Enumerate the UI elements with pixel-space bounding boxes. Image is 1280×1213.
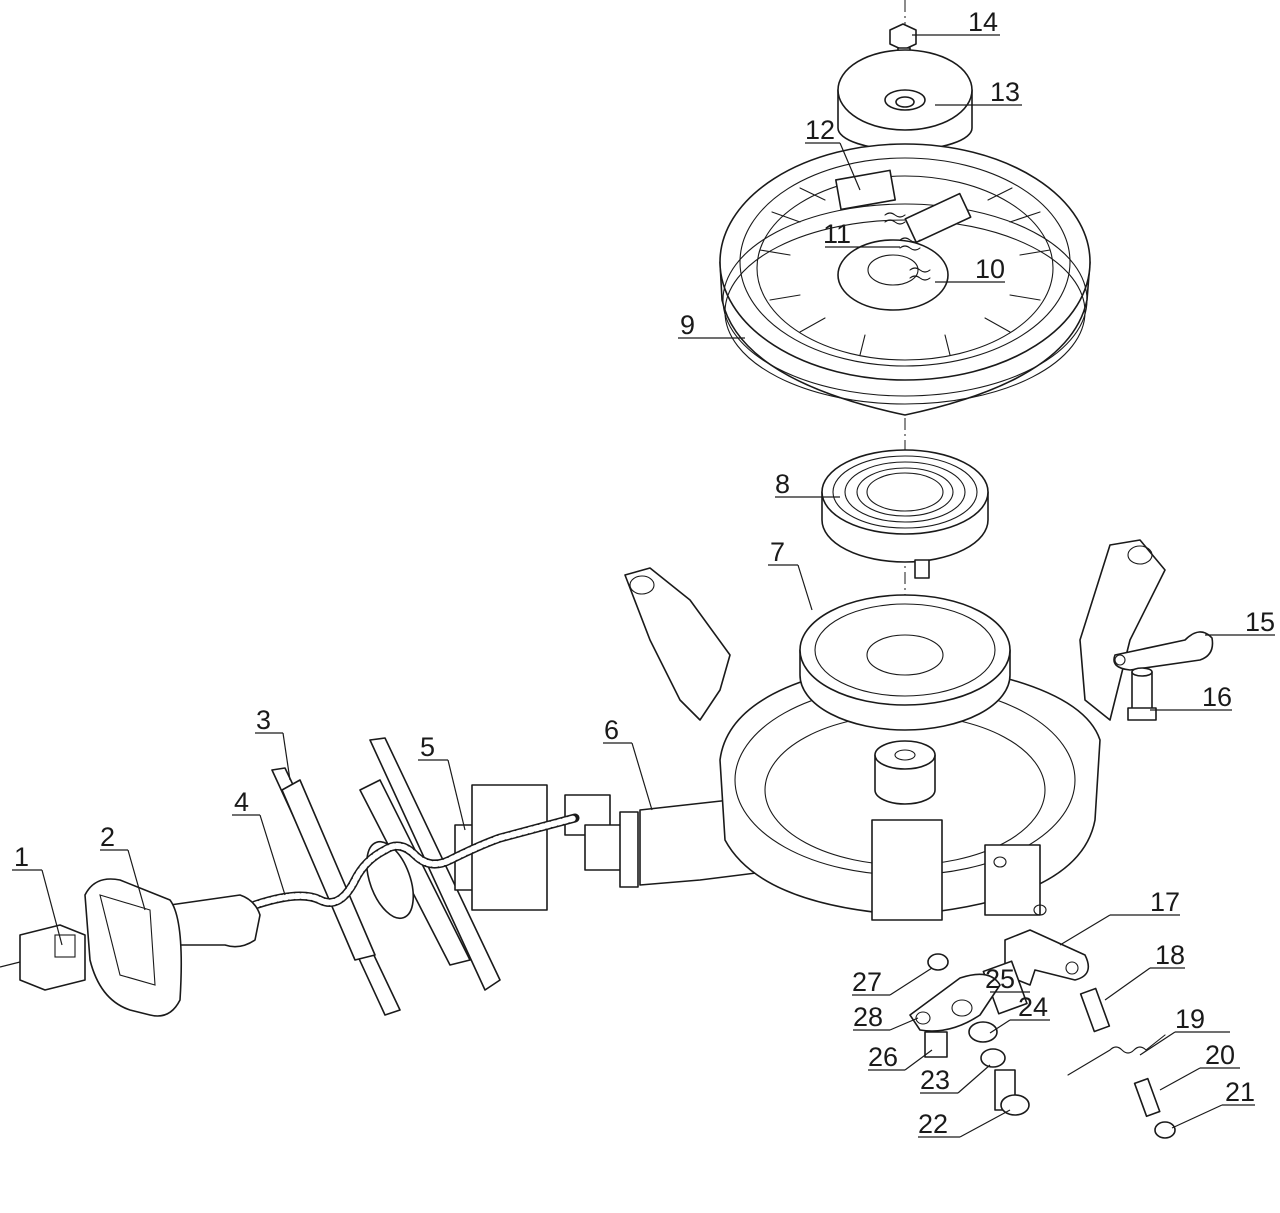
callout-14: 14 bbox=[968, 7, 998, 37]
part-16-pin bbox=[1127, 667, 1157, 721]
callout-15: 15 bbox=[1245, 607, 1275, 637]
part-4-rope bbox=[250, 813, 580, 910]
part-1-cap bbox=[0, 924, 86, 991]
callout-6: 6 bbox=[604, 715, 619, 745]
callout-10: 10 bbox=[975, 254, 1005, 284]
callout-7: 7 bbox=[770, 537, 785, 567]
callout-9: 9 bbox=[680, 310, 695, 340]
callout-24: 24 bbox=[1018, 992, 1048, 1022]
callout-21: 21 bbox=[1225, 1077, 1255, 1107]
part-15-clip bbox=[1113, 631, 1214, 671]
part-9-reel bbox=[719, 143, 1091, 416]
callout-labels: 1 2 3 4 5 6 7 8 9 10 11 bbox=[12, 7, 1275, 1139]
callout-26: 26 bbox=[868, 1042, 898, 1072]
callout-5: 5 bbox=[420, 732, 435, 762]
callout-28: 28 bbox=[853, 1002, 883, 1032]
callout-19: 19 bbox=[1175, 1004, 1205, 1034]
part-13-cover bbox=[837, 49, 973, 151]
part-8-spring bbox=[821, 449, 989, 563]
callout-12: 12 bbox=[805, 115, 835, 145]
callout-16: 16 bbox=[1202, 682, 1232, 712]
callout-4: 4 bbox=[234, 787, 249, 817]
part-2-handle bbox=[84, 878, 261, 1017]
callout-8: 8 bbox=[775, 469, 790, 499]
callout-17: 17 bbox=[1150, 887, 1180, 917]
callout-11: 11 bbox=[823, 219, 851, 249]
callout-27: 27 bbox=[852, 967, 882, 997]
part-7-drum bbox=[799, 559, 1011, 731]
callout-13: 13 bbox=[990, 77, 1020, 107]
callout-2: 2 bbox=[100, 822, 115, 852]
part-6-rope-guide bbox=[564, 794, 639, 888]
small-parts bbox=[909, 929, 1176, 1139]
callout-1: 1 bbox=[14, 842, 29, 872]
callout-18: 18 bbox=[1155, 940, 1185, 970]
callout-23: 23 bbox=[920, 1065, 950, 1095]
callout-3: 3 bbox=[256, 705, 271, 735]
callout-25: 25 bbox=[985, 964, 1015, 994]
part-3-plate bbox=[271, 767, 415, 1016]
callout-20: 20 bbox=[1205, 1040, 1235, 1070]
housing bbox=[624, 539, 1166, 921]
callout-22: 22 bbox=[918, 1109, 948, 1139]
